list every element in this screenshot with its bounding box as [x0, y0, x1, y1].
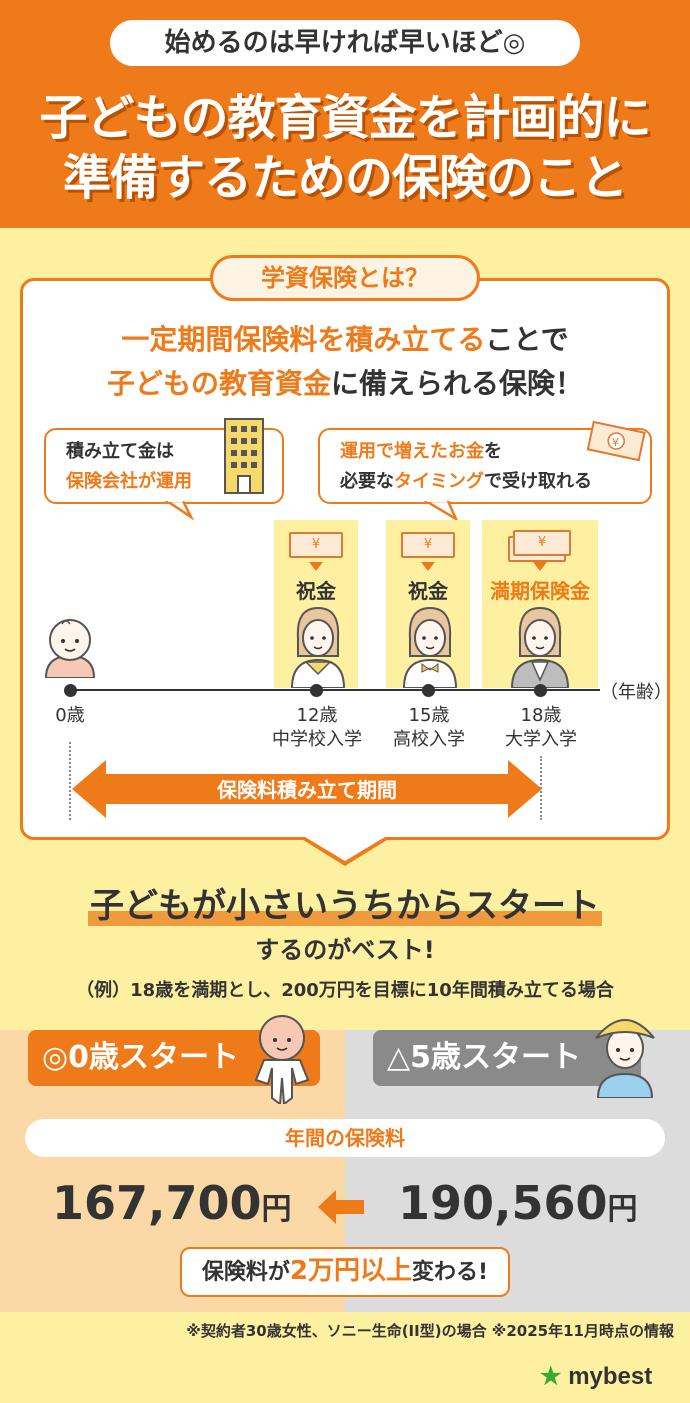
timeline-dot-18	[534, 684, 547, 697]
age-18: 18歳	[520, 705, 562, 726]
amount-5-unit: 円	[607, 1192, 638, 1227]
card-heading-pill: 学資保険とは？	[210, 255, 480, 301]
difference-rest: 変わる!	[412, 1260, 489, 1285]
building-icon	[224, 418, 264, 494]
column-label-18: 満期保険金	[490, 579, 590, 603]
page-title-line2: 準備するための保険のこと	[62, 150, 628, 206]
bubble-right-line2-rest: で受け取れる	[484, 471, 592, 492]
bubble-right-line2-highlight: タイミング	[394, 471, 484, 492]
timeline-dot-15	[422, 684, 435, 697]
timeline-axis	[70, 689, 600, 691]
headline-text: 子どもが小さいうちからスタート	[88, 886, 602, 926]
lead-line1-highlight: 一定期間保険料を積み立てる	[121, 323, 486, 356]
amount-5-value: 190,560	[398, 1176, 608, 1230]
bubble-left-line1: 積み立て金は	[66, 441, 174, 462]
age-label-0: 0歳	[55, 705, 85, 726]
baby-illustration	[44, 619, 96, 678]
timeline-unit-label: （年齢）	[600, 682, 672, 703]
lead-line2-highlight: 子どもの教育資金	[106, 367, 331, 400]
difference-a: 保険料が	[201, 1260, 290, 1285]
amount-5-start: 190,560円	[398, 1176, 638, 1230]
difference-highlight: 2万円以上	[289, 1256, 413, 1286]
lead-line2-rest: に備えられる保険！	[331, 367, 584, 400]
timeline-dot-12	[310, 684, 323, 697]
brand-name: mybest	[568, 1363, 653, 1390]
headline: 子どもが小さいうちからスタート	[0, 878, 690, 927]
difference-callout: 保険料が2万円以上変わる!	[180, 1247, 510, 1297]
tagline-pill: 始めるのは早ければ早いほど◎	[110, 20, 580, 66]
age-label-12: 12歳 中学校入学	[257, 704, 377, 752]
period-double-arrow	[72, 760, 542, 818]
card-pointer-inner	[305, 837, 385, 861]
age-12-desc: 中学校入学	[272, 729, 362, 750]
woman-suit-illustration	[510, 606, 570, 688]
bubble-right-tail	[423, 501, 459, 523]
child-hat-illustration	[595, 1019, 655, 1098]
column-label-12: 祝金	[296, 579, 336, 603]
banknote-icon: ¥	[513, 530, 571, 556]
timeline-dot-0	[64, 684, 77, 697]
age-label-15: 15歳 高校入学	[369, 704, 489, 752]
brand-logo: ★ mybest	[540, 1362, 652, 1391]
lead-line2: 子どもの教育資金に備えられる保険！	[20, 362, 670, 402]
start-5-tag: △5歳スタート	[373, 1030, 641, 1086]
banknote-icon: ¥	[586, 420, 646, 462]
girl-high-school-illustration	[402, 606, 458, 688]
age-15-desc: 高校入学	[393, 729, 465, 750]
star-icon: ★	[540, 1363, 562, 1390]
period-start-guide	[69, 742, 71, 820]
bubble-right-line1-rest: を	[484, 441, 502, 462]
column-label-15: 祝金	[408, 579, 448, 603]
bubble-right-line1-highlight: 運用で増えたお金	[340, 441, 484, 462]
banknote-icon: ¥	[289, 532, 343, 558]
page-title-line1: 子どもの教育資金を計画的に	[39, 90, 651, 146]
baby-romper-illustration	[254, 1015, 310, 1104]
arrow-down-icon	[421, 562, 435, 571]
speech-bubble-right: 運用で増えたお金を 必要なタイミングで受け取れる	[318, 428, 652, 504]
girl-junior-high-illustration	[290, 606, 346, 688]
header-wave-edge	[0, 195, 690, 216]
bubble-left-line2: 保険会社が運用	[66, 471, 192, 492]
age-18-desc: 大学入学	[505, 729, 577, 750]
arrow-down-icon	[309, 562, 323, 571]
lead-line1: 一定期間保険料を積み立てることで	[20, 318, 670, 358]
age-label-18: 18歳 大学入学	[481, 704, 601, 752]
arrow-down-icon	[533, 562, 547, 571]
example-condition: （例）18歳を満期とし、200万円を目標に10年間積み立てる場合	[76, 980, 614, 1001]
bubble-right-line2-a: 必要な	[340, 471, 394, 492]
footnote: ※契約者30歳女性、ソニー生命(II型)の場合 ※2025年11月時点の情報	[186, 1322, 674, 1340]
period-label: 保険料積み立て期間	[217, 778, 397, 802]
age-12: 12歳	[296, 705, 338, 726]
arrow-left-icon	[318, 1190, 364, 1224]
period-end-guide	[540, 756, 542, 820]
annual-premium-label: 年間の保険料	[25, 1119, 665, 1157]
bubble-left-tail	[165, 501, 195, 521]
subline: するのがベスト!	[255, 936, 435, 964]
amount-0-value: 167,700	[52, 1176, 262, 1230]
amount-0-unit: 円	[261, 1192, 292, 1227]
age-15: 15歳	[408, 705, 450, 726]
lead-line1-rest: ことで	[485, 323, 569, 356]
banknote-yen: ¥	[612, 436, 619, 449]
amount-0-start: 167,700円	[52, 1176, 292, 1230]
banknote-icon: ¥	[401, 532, 455, 558]
